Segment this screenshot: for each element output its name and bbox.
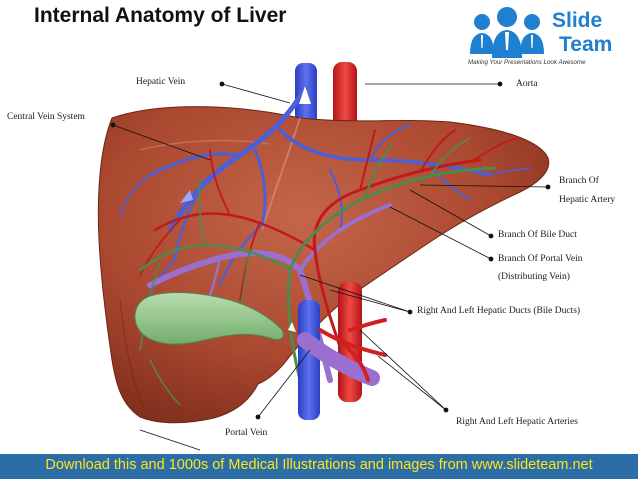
- label-branch-portal-vein-line2: (Distributing Vein): [498, 272, 570, 282]
- label-central-vein-system: Central Vein System: [7, 112, 85, 122]
- label-branch-hepatic-artery-line2: Hepatic Artery: [559, 195, 616, 205]
- vena-cava-lower: [298, 300, 320, 420]
- people-group-icon: [470, 7, 544, 58]
- label-branch-hepatic-artery-line1: Branch Of: [559, 176, 599, 186]
- label-branch-bile-duct: Branch Of Bile Duct: [498, 230, 577, 240]
- gallbladder: [134, 292, 284, 345]
- logo-tagline: Making Your Presentations Look Awesome: [468, 59, 586, 66]
- portal-vein-trunk: [297, 332, 380, 386]
- bile-duct-branches: [138, 137, 497, 406]
- footer-banner: Download this and 1000s of Medical Illus…: [0, 454, 638, 479]
- vein-flow-arrow-icon: [180, 190, 193, 203]
- label-aorta: Aorta: [516, 79, 538, 89]
- label-hepatic-vein: Hepatic Vein: [136, 77, 186, 87]
- logo-word-team: Team: [559, 33, 613, 56]
- logo-word-slide: Slide: [552, 9, 603, 32]
- label-hepatic-arteries: Right And Left Hepatic Arteries: [456, 417, 578, 427]
- celiac-artery-branches: [318, 318, 387, 382]
- aorta-upper: [333, 62, 357, 136]
- liver-illustration: [97, 62, 551, 451]
- liver-diagram: Hepatic Vein Aorta Central Vein System B…: [0, 40, 638, 454]
- label-branch-portal-vein-line1: Branch Of Portal Vein: [498, 254, 583, 264]
- portal-flow-arrow-icon: [288, 322, 296, 332]
- leader-lines: [110, 81, 551, 451]
- hepatic-vein-branches: [119, 85, 531, 306]
- label-portal-vein: Portal Vein: [225, 428, 268, 438]
- footer-text: Download this and 1000s of Medical Illus…: [45, 457, 593, 473]
- label-hepatic-ducts: Right And Left Hepatic Ducts (Bile Ducts…: [417, 306, 581, 316]
- page-title: Internal Anatomy of Liver: [34, 4, 287, 27]
- vein-flow-arrow-icon: [299, 86, 311, 104]
- slideteam-logo: Slide Team Making Your Presentations Loo…: [468, 4, 634, 68]
